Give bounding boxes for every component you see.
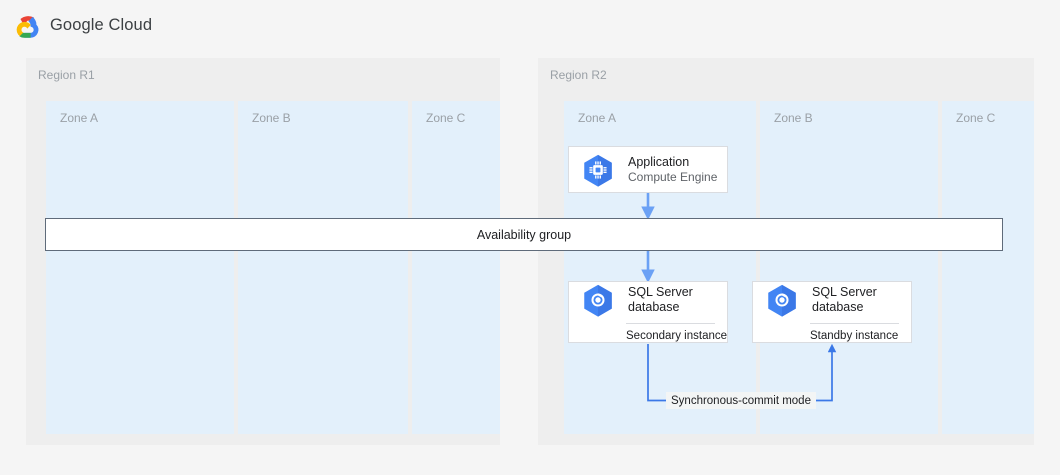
sql-server-database-icon <box>765 283 799 317</box>
brand-name: Google Cloud <box>50 15 153 34</box>
availability-group-bar: Availability group <box>45 218 1003 251</box>
zone-label-r2-zone-a: Zone A <box>578 111 617 125</box>
card-standby-text: SQL Server database <box>812 285 877 315</box>
zone-box-r1-zone-c: Zone C <box>412 101 500 434</box>
availability-group-label: Availability group <box>476 227 572 242</box>
zone-box-r1-zone-b: Zone B <box>238 101 408 434</box>
zone-box-r1-zone-a: Zone A <box>46 101 234 434</box>
card-application-title: Application <box>628 154 690 169</box>
google-cloud-logo-icon <box>14 12 40 38</box>
zone-box-r2-zone-c: Zone C <box>942 101 1034 434</box>
zone-label-r1-zone-a: Zone A <box>60 111 99 125</box>
card-secondary-text: SQL Server database <box>628 285 693 315</box>
zone-label-r2-zone-b: Zone B <box>774 111 813 125</box>
node-card-standby-instance[interactable]: SQL Server database Standby instance <box>752 281 912 343</box>
card-standby-title: SQL Server database <box>812 284 877 314</box>
card-secondary-footer: Secondary instance <box>626 322 727 342</box>
brand-header: Google Cloud <box>14 12 152 38</box>
zone-label-r1-zone-c: Zone C <box>426 111 466 125</box>
card-application-text: Application Compute Engine <box>628 155 717 185</box>
card-secondary-title: SQL Server database <box>628 284 693 314</box>
region-panel-r2: Region R2 Zone A Zone B Zone C <box>538 58 1034 445</box>
zone-box-r2-zone-b: Zone B <box>760 101 938 434</box>
sql-server-database-icon <box>581 283 615 317</box>
region-label-r2: Region R2 <box>550 68 607 82</box>
region-label-r1: Region R1 <box>38 68 95 82</box>
compute-engine-icon <box>581 153 615 187</box>
connector-label-synchronous-commit-mode: Synchronous-commit mode <box>666 392 816 409</box>
zone-label-r2-zone-c: Zone C <box>956 111 996 125</box>
card-application-subtitle: Compute Engine <box>628 169 718 184</box>
region-panel-r1: Region R1 Zone A Zone B Zone C <box>26 58 500 445</box>
card-standby-body: SQL Server database <box>753 283 911 317</box>
node-card-secondary-instance[interactable]: SQL Server database Secondary instance <box>568 281 728 343</box>
card-standby-footer: Standby instance <box>810 322 899 342</box>
card-application-body: Application Compute Engine <box>569 153 727 187</box>
node-card-application[interactable]: Application Compute Engine <box>568 146 728 193</box>
card-secondary-body: SQL Server database <box>569 283 727 317</box>
zone-label-r1-zone-b: Zone B <box>252 111 291 125</box>
